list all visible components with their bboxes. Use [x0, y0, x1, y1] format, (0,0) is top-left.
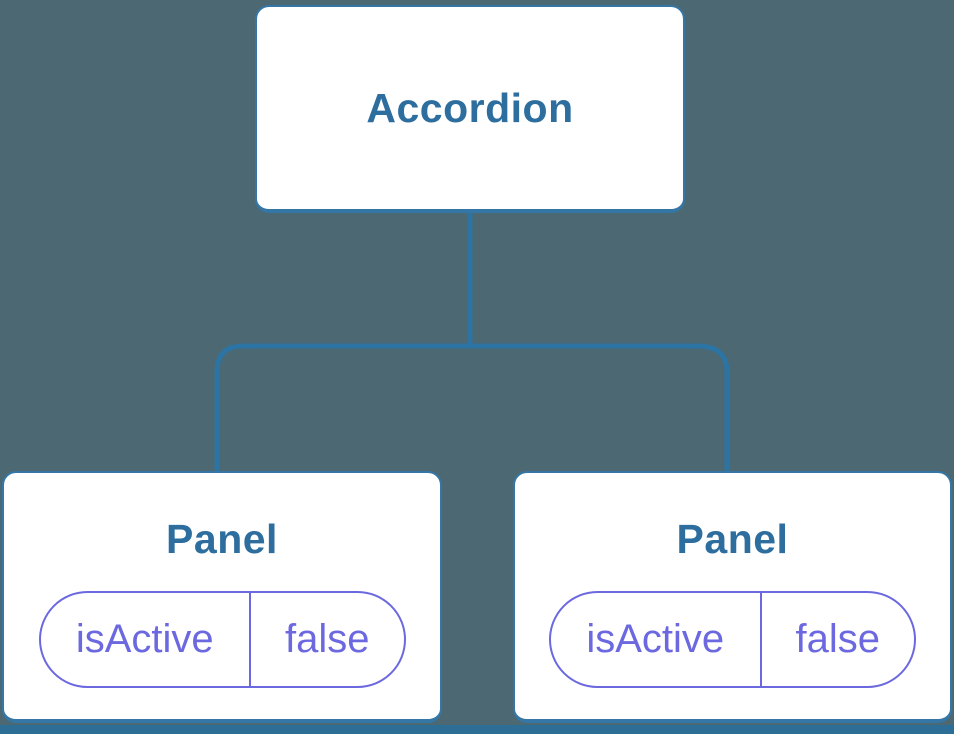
state-pill: isActive false [38, 591, 406, 688]
state-value-label: false [285, 617, 370, 661]
bottom-strip [0, 725, 954, 734]
tree-node-panel-1: Panel isActive false [2, 471, 442, 723]
tree-node-accordion: Accordion [255, 5, 685, 213]
connector-bracket-line [214, 343, 730, 472]
accordion-node-label: Accordion [366, 85, 574, 131]
state-pill: isActive false [549, 591, 916, 688]
panel-node-label: Panel [676, 516, 789, 562]
tree-node-panel-2: Panel isActive false [513, 471, 952, 723]
panel-node-label: Panel [166, 516, 278, 562]
state-key-label: isActive [551, 593, 762, 686]
state-key-label: isActive [41, 593, 252, 686]
state-value-label: false [795, 617, 881, 661]
